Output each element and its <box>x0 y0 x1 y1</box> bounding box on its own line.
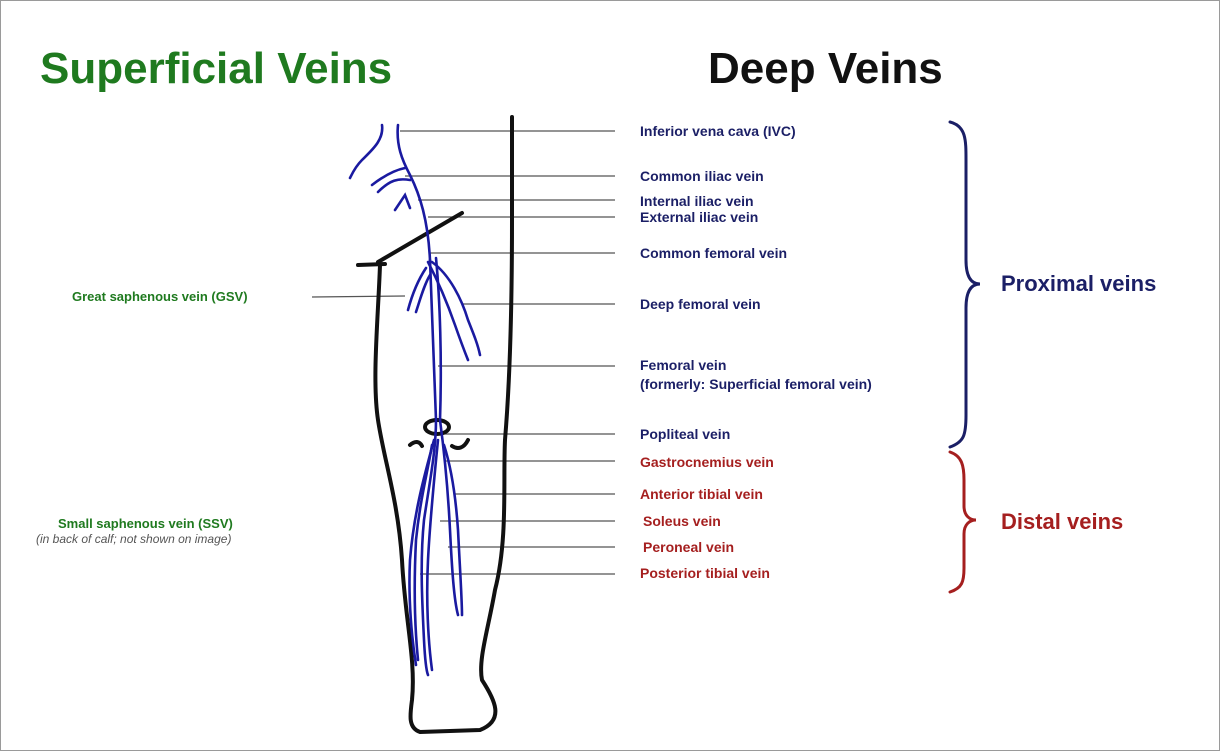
proximal-veins-label: Proximal veins <box>1001 272 1156 296</box>
label-common-iliac-vein: Common iliac vein <box>640 168 764 185</box>
superficial-veins-title: Superficial Veins <box>40 47 392 91</box>
label-small-saphenous-vein-note: (in back of calf; not shown on image) <box>36 532 231 546</box>
label-gastrocnemius-vein: Gastrocnemius vein <box>640 454 774 471</box>
label-anterior-tibial-vein: Anterior tibial vein <box>640 486 763 503</box>
label-common-femoral-vein: Common femoral vein <box>640 245 787 262</box>
distal-brace <box>950 452 976 592</box>
label-inferior-vena-cava: Inferior vena cava (IVC) <box>640 123 796 140</box>
label-peroneal-vein: Peroneal vein <box>643 539 734 556</box>
deep-veins-drawing <box>350 125 480 675</box>
leader-lines <box>312 131 615 574</box>
label-popliteal-vein: Popliteal vein <box>640 426 730 443</box>
label-posterior-tibial-vein: Posterior tibial vein <box>640 565 770 582</box>
label-great-saphenous-vein: Great saphenous vein (GSV) <box>72 289 248 305</box>
deep-veins-title: Deep Veins <box>708 47 943 91</box>
label-femoral-vein-note: (formerly: Superficial femoral vein) <box>640 376 872 393</box>
label-femoral-vein: Femoral vein <box>640 357 726 374</box>
label-external-iliac-vein: External iliac vein <box>640 209 758 226</box>
label-small-saphenous-vein: Small saphenous vein (SSV) <box>58 516 233 532</box>
distal-veins-label: Distal veins <box>1001 510 1123 534</box>
label-soleus-vein: Soleus vein <box>643 513 721 530</box>
proximal-brace <box>950 122 980 447</box>
label-internal-iliac-vein: Internal iliac vein <box>640 193 754 210</box>
label-deep-femoral-vein: Deep femoral vein <box>640 296 761 313</box>
